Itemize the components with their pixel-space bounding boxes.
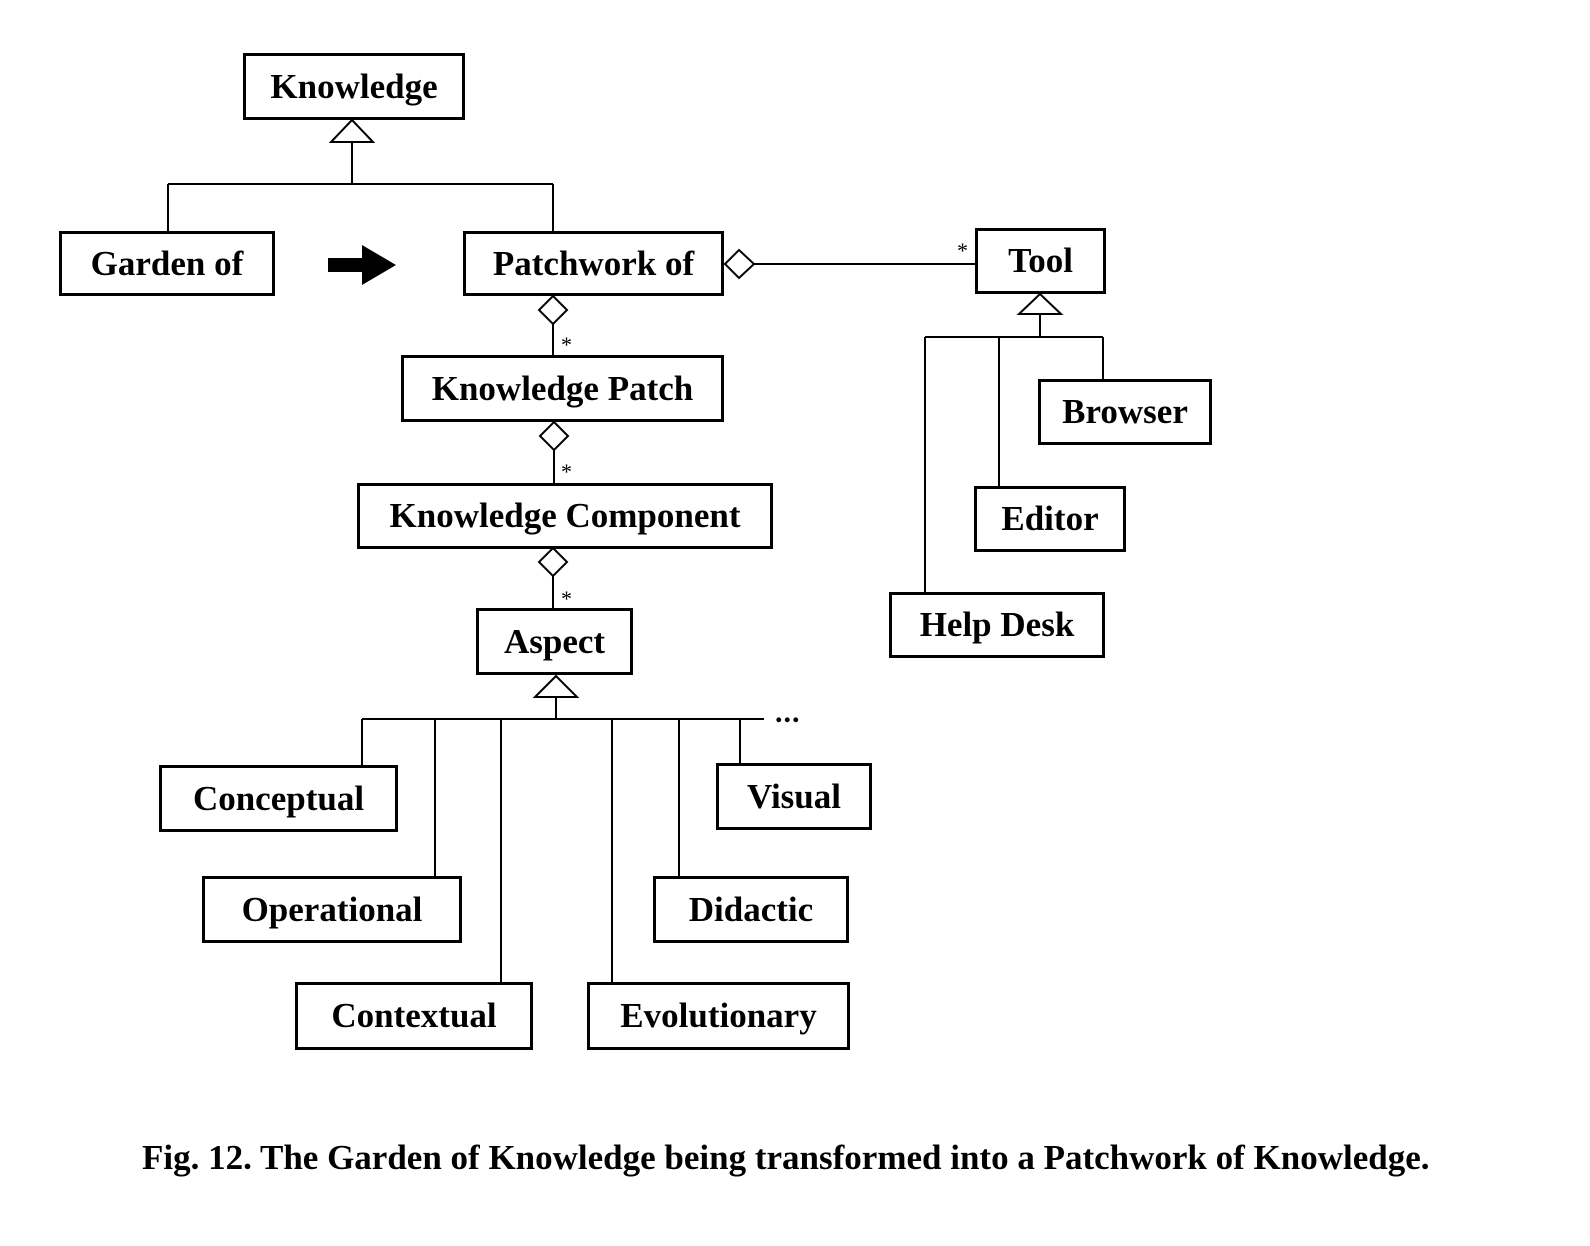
multiplicity-label-knowledge-patch: * — [561, 332, 572, 357]
class-conceptual: Conceptual — [159, 765, 398, 832]
transform-arrow-icon — [328, 245, 396, 285]
multiplicity-label-aspect: * — [561, 586, 572, 611]
class-contextual: Contextual — [295, 982, 533, 1050]
aggregation-diamond-patch-component — [538, 420, 570, 452]
aggregation-diamond-patchwork-tool — [723, 248, 756, 280]
class-knowledge: Knowledge — [243, 53, 465, 120]
multiplicity-label-knowledge-component: * — [561, 459, 572, 484]
class-browser: Browser — [1038, 379, 1212, 445]
class-editor: Editor — [974, 486, 1126, 552]
class-knowledge-component: Knowledge Component — [357, 483, 773, 549]
class-visual: Visual — [716, 763, 872, 830]
class-evolutionary: Evolutionary — [587, 982, 850, 1050]
generalization-arrow-tool — [1016, 292, 1064, 315]
class-garden-of: Garden of — [59, 231, 275, 296]
aggregation-diamond-component-aspect — [537, 546, 569, 578]
aggregation-diamond-patchwork-patch — [537, 294, 569, 326]
generalization-arrow-knowledge — [328, 118, 376, 143]
class-patchwork-of: Patchwork of — [463, 231, 724, 296]
generalization-arrow-aspect — [532, 674, 580, 698]
figure-caption: Fig. 12. The Garden of Knowledge being t… — [142, 1138, 1430, 1177]
class-didactic: Didactic — [653, 876, 849, 943]
class-aspect: Aspect — [476, 608, 633, 675]
class-help-desk: Help Desk — [889, 592, 1105, 658]
class-knowledge-patch: Knowledge Patch — [401, 355, 724, 422]
multiplicity-label-tool: * — [957, 238, 968, 263]
more-aspects-ellipsis: ... — [775, 696, 801, 729]
class-tool: Tool — [975, 228, 1106, 294]
class-operational: Operational — [202, 876, 462, 943]
